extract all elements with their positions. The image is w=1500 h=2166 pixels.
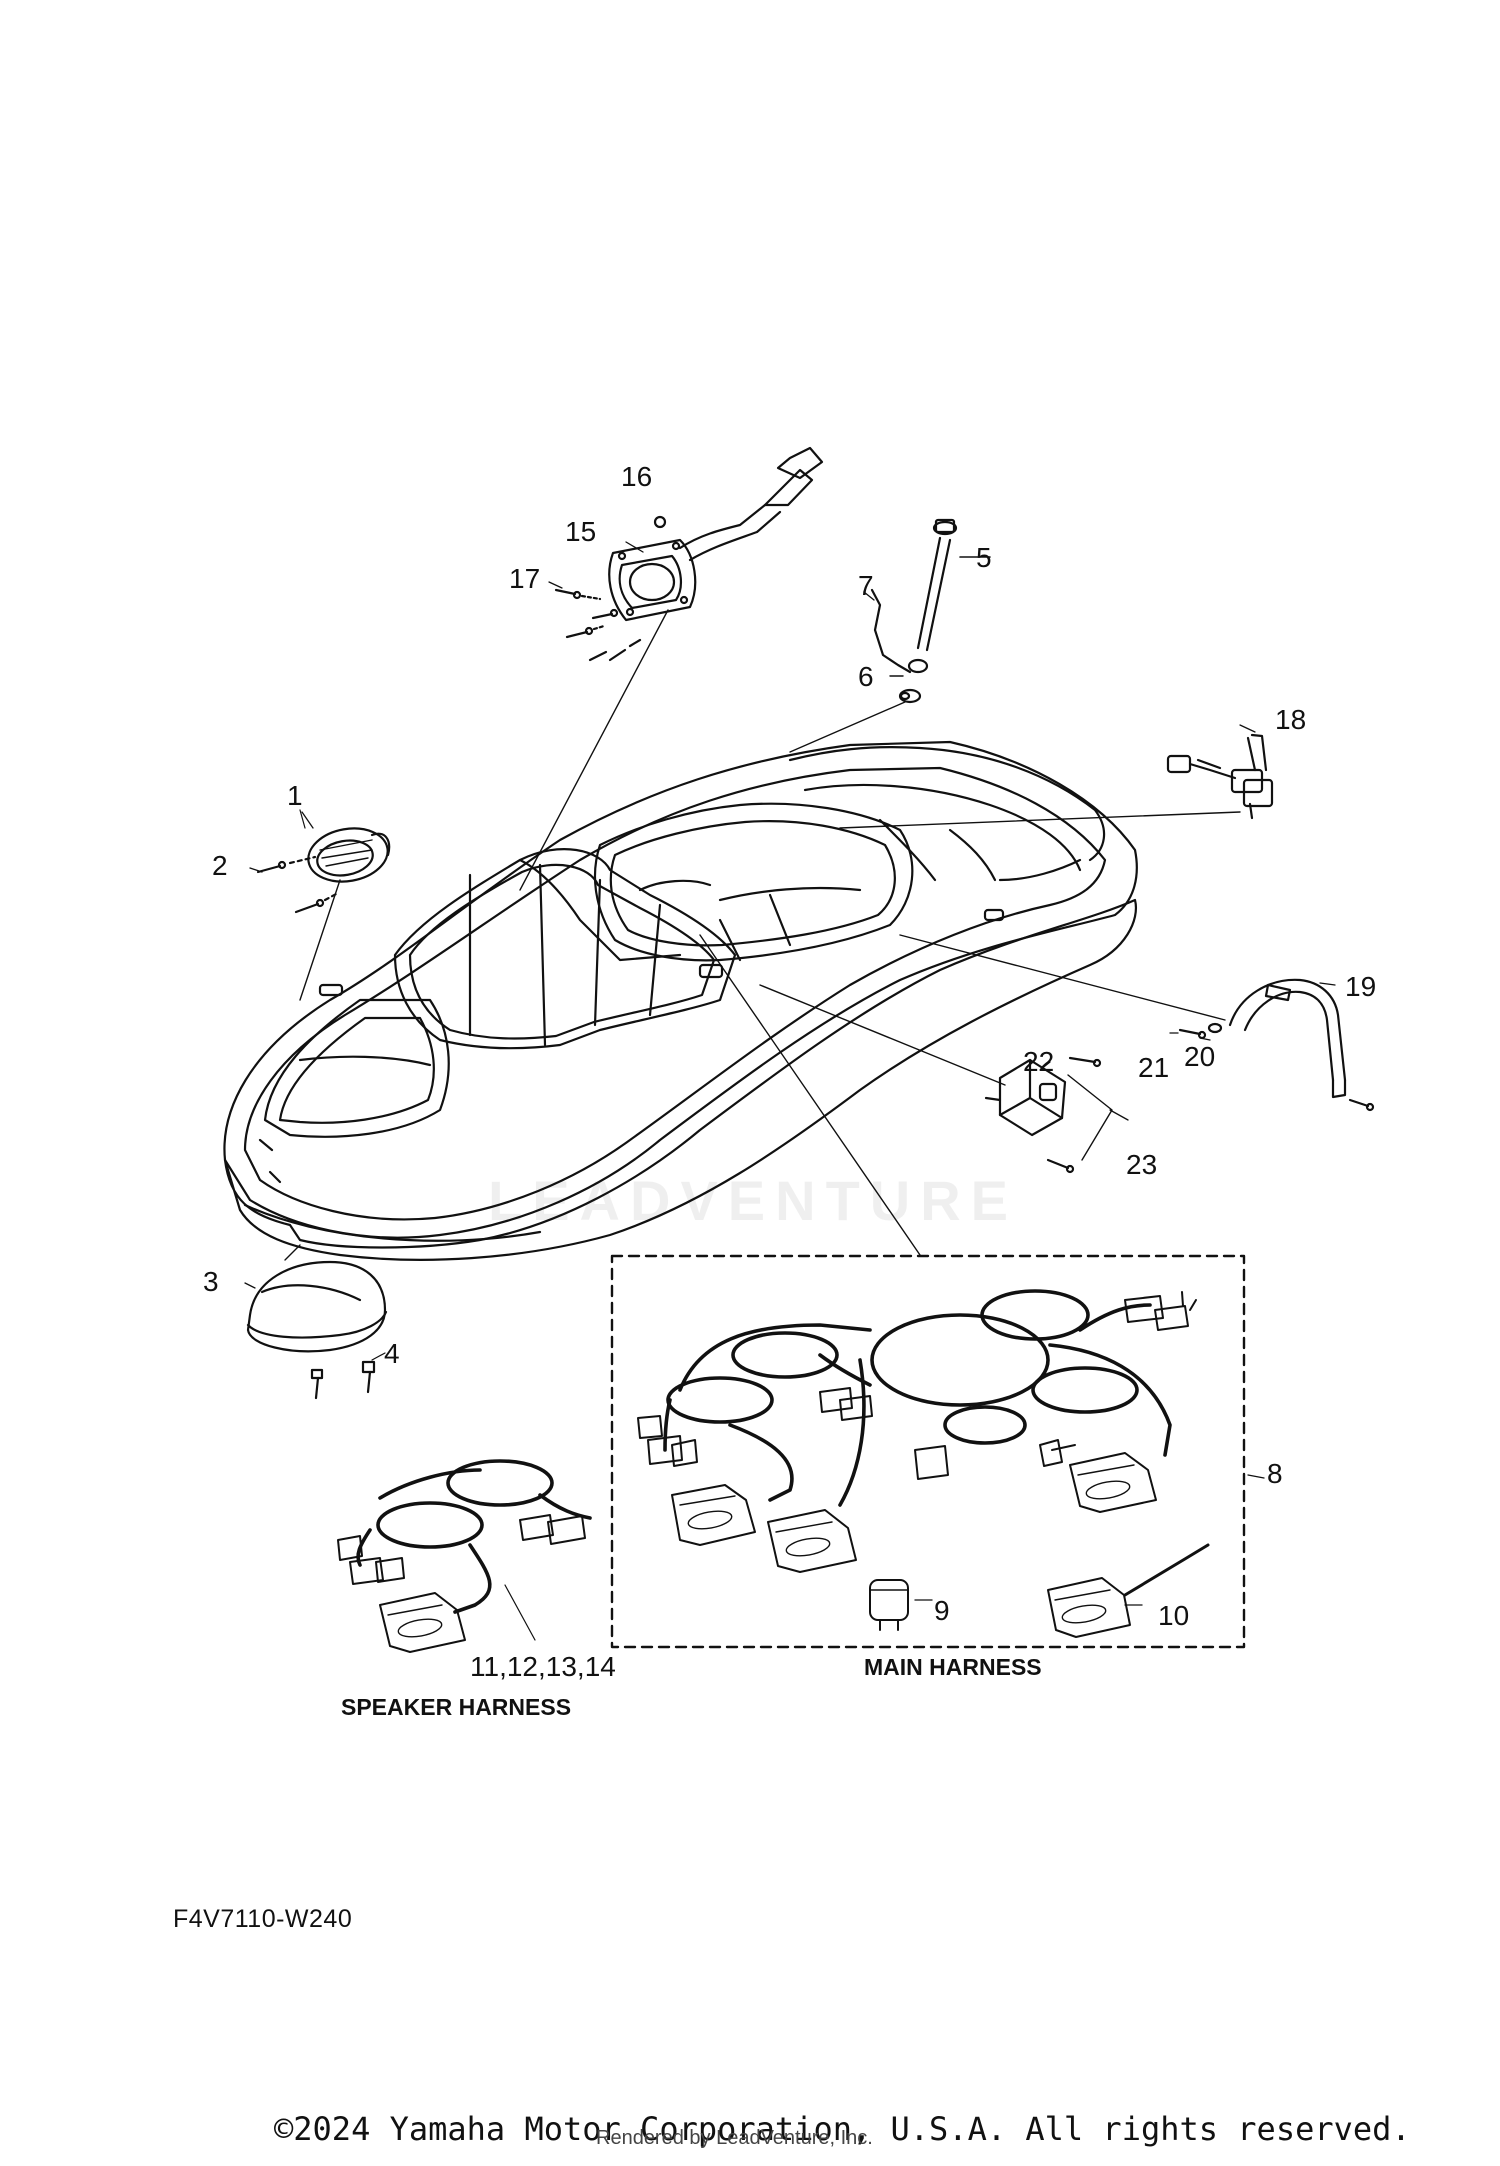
part-3-bow-light [246,1260,388,1353]
callout-4: 4 [384,1338,400,1369]
callout-10: 10 [1158,1600,1190,1631]
part-2-screws [256,855,340,914]
leadventure-watermark: LEADVENTURE [488,1169,1019,1232]
speaker-harness-label: SPEAKER HARNESS [341,1694,572,1720]
part-7-cord [870,588,912,674]
boat-hull [223,740,1138,1261]
callout-11-12-13-14: 11,12,13,14 [470,1651,616,1682]
callout-23: 23 [1126,1149,1158,1180]
callout-9: 9 [934,1595,950,1626]
part-19-bracket [1228,978,1375,1112]
callout-6: 6 [858,661,874,692]
main-harness-box [610,1254,1246,1649]
part-22-control-box [984,1058,1067,1137]
part-18-sensor [1166,733,1274,820]
rendered-by-notice: Rendered by LeadVenture, Inc. [596,2127,873,2149]
main-harness-connectors [637,1291,1210,1638]
speaker-harness-connectors [337,1514,586,1653]
part-1-bow-speaker [299,809,391,883]
callout-17: 17 [509,563,541,594]
callout-15: 15 [565,516,597,547]
part-21-screw [1178,1028,1207,1040]
main-harness-label: MAIN HARNESS [864,1654,1042,1680]
part-5-pole [916,518,991,652]
part-17-screws [554,588,642,662]
diagram-code: F4V7110-W240 [173,1905,353,1933]
callout-18: 18 [1275,704,1307,735]
part-15-harness [678,446,824,562]
callout-2: 2 [212,850,228,881]
callout-19: 19 [1345,971,1377,1002]
speaker-harness-wiring [356,1459,592,1614]
callout-22: 22 [1023,1046,1055,1077]
callout-7: 7 [858,570,874,601]
part-23-screws [1046,1056,1113,1174]
callout-8: 8 [1267,1458,1283,1489]
callout-16: 16 [621,461,653,492]
callout-5: 5 [976,542,992,573]
callout-1: 1 [287,780,303,811]
main-harness-wiring [663,1289,1172,1507]
part-6-grommet [889,658,929,704]
callout-3: 3 [203,1266,219,1297]
part-15-gauge-panel [608,538,697,622]
callout-leaders [244,541,1336,1606]
part-16-nut [653,515,667,529]
part-4-screws [310,1352,386,1400]
part-20-nut [1207,1022,1223,1034]
copyright-notice: ©2024 Yamaha Motor Corporation, U.S.A. A… [274,2110,1411,2148]
callout-20: 20 [1184,1041,1216,1072]
callout-21: 21 [1138,1052,1170,1083]
